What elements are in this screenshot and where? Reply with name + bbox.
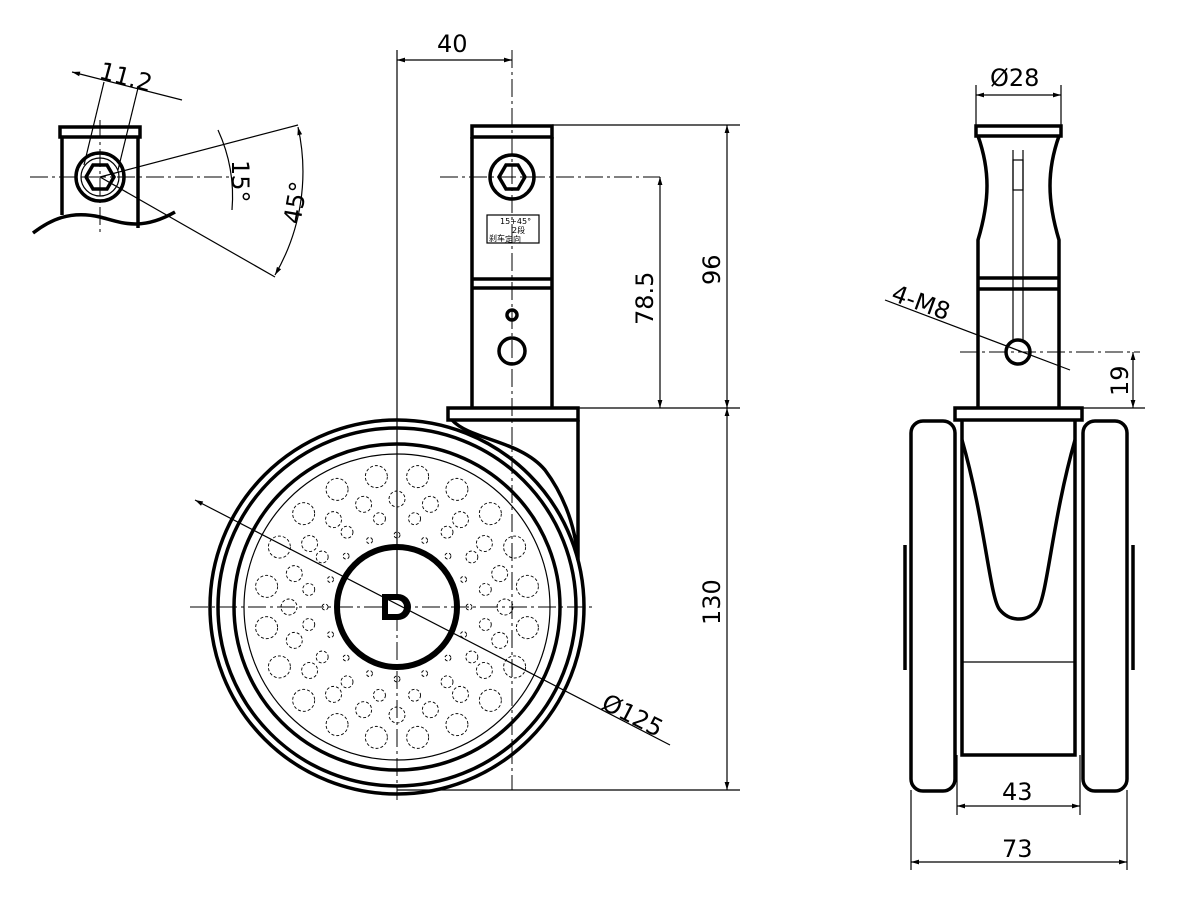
wheel-hole xyxy=(342,552,350,560)
label-angle: 15+45° xyxy=(500,217,531,226)
label-stages: 2段 xyxy=(512,225,525,235)
wheel-hole xyxy=(355,495,373,513)
wheel-hole xyxy=(478,502,502,526)
dim-40: 40 xyxy=(437,30,468,58)
side-view: 40 15+45° 2段 刹车 定向 Ø125 xyxy=(190,30,740,800)
wheel-hole xyxy=(355,701,373,719)
dim-96: 96 xyxy=(698,254,726,285)
wheel-hole xyxy=(421,701,439,719)
wheel-hole xyxy=(440,525,454,539)
wheel-hole xyxy=(465,550,479,564)
dim-45-deg: 45° xyxy=(278,179,313,226)
dim-19: 19 xyxy=(1106,365,1134,396)
wheel-hole xyxy=(315,550,329,564)
wheel-hole xyxy=(408,512,422,526)
wheel-hole xyxy=(327,575,334,583)
wheel-hole xyxy=(365,670,373,677)
wheel-hole xyxy=(327,631,334,639)
label-direction: 定向 xyxy=(505,234,521,244)
wheel-hole xyxy=(364,725,388,749)
wheel-hole xyxy=(491,631,509,649)
wheel-hole xyxy=(421,495,439,513)
wheel-hole xyxy=(393,675,401,683)
wheel-hole xyxy=(445,477,469,501)
wheel-hole xyxy=(478,618,492,632)
detail-view: 11.2 15° 45° xyxy=(30,57,313,278)
wheel-hole xyxy=(325,685,342,703)
wheel-hole xyxy=(445,713,469,737)
wheel-hole xyxy=(372,512,386,526)
wheel-hole xyxy=(444,552,452,560)
wheel-hole xyxy=(421,537,429,544)
wheel-hole xyxy=(255,616,279,640)
wheel-hole xyxy=(292,688,316,712)
wheel-hole xyxy=(285,631,303,649)
wheel-hole xyxy=(452,511,469,529)
wheel-hole xyxy=(342,654,350,662)
wheel-hole xyxy=(515,574,539,598)
dim-43: 43 xyxy=(1002,778,1033,806)
dim-73: 73 xyxy=(1002,835,1033,863)
wheel-hole xyxy=(325,511,342,529)
wheel-hole xyxy=(465,603,473,611)
wheel-hole xyxy=(503,535,527,559)
wheel-hole xyxy=(325,477,349,501)
wheel-hole xyxy=(280,598,298,616)
wheel-hole xyxy=(285,565,303,583)
wheel-hole xyxy=(372,688,386,702)
wheel-hole xyxy=(267,535,291,559)
wheel-hole xyxy=(408,688,422,702)
wheel-hole xyxy=(503,655,527,679)
wheel-hole xyxy=(267,655,291,679)
wheel-hole xyxy=(440,675,454,689)
wheel-hole xyxy=(302,618,316,632)
wheel-hole xyxy=(301,662,319,679)
wheel-hole xyxy=(406,725,430,749)
wheel-hole xyxy=(465,650,479,664)
hub-logo-icon xyxy=(382,594,411,620)
label-brake: 刹车 xyxy=(489,233,505,243)
wheel-hole xyxy=(302,582,316,596)
dim-130: 130 xyxy=(698,579,726,625)
wheel-hole xyxy=(475,535,493,552)
wheel-hole xyxy=(460,631,467,639)
wheel-hole xyxy=(421,670,429,677)
dim-11-2: 11.2 xyxy=(96,57,155,98)
wheel-hole xyxy=(364,465,388,489)
wheel-hole xyxy=(478,582,492,596)
wheel-hole xyxy=(475,662,493,679)
front-view: Ø28 4-M8 19 43 73 xyxy=(884,64,1145,870)
dim-4-m8: 4-M8 xyxy=(888,279,954,326)
dim-d28: Ø28 xyxy=(990,64,1039,92)
wheel-hole xyxy=(340,525,354,539)
wheel-hole xyxy=(301,535,319,552)
wheel-hole xyxy=(255,574,279,598)
wheel-hole xyxy=(460,575,467,583)
wheel-hole xyxy=(393,531,401,539)
wheel-hole xyxy=(365,537,373,544)
wheel-hole xyxy=(444,654,452,662)
wheel-hole xyxy=(452,685,469,703)
wheel-hole xyxy=(478,688,502,712)
dim-d125: Ø125 xyxy=(597,688,667,742)
wheel-hole xyxy=(515,616,539,640)
wheel-hole xyxy=(491,565,509,583)
wheel-hole xyxy=(292,502,316,526)
wheel-hole xyxy=(325,713,349,737)
wheel-hole xyxy=(406,465,430,489)
wheel-hole xyxy=(315,650,329,664)
dim-15-deg: 15° xyxy=(226,160,254,203)
dim-78-5: 78.5 xyxy=(631,272,659,325)
wheel-hole xyxy=(340,675,354,689)
